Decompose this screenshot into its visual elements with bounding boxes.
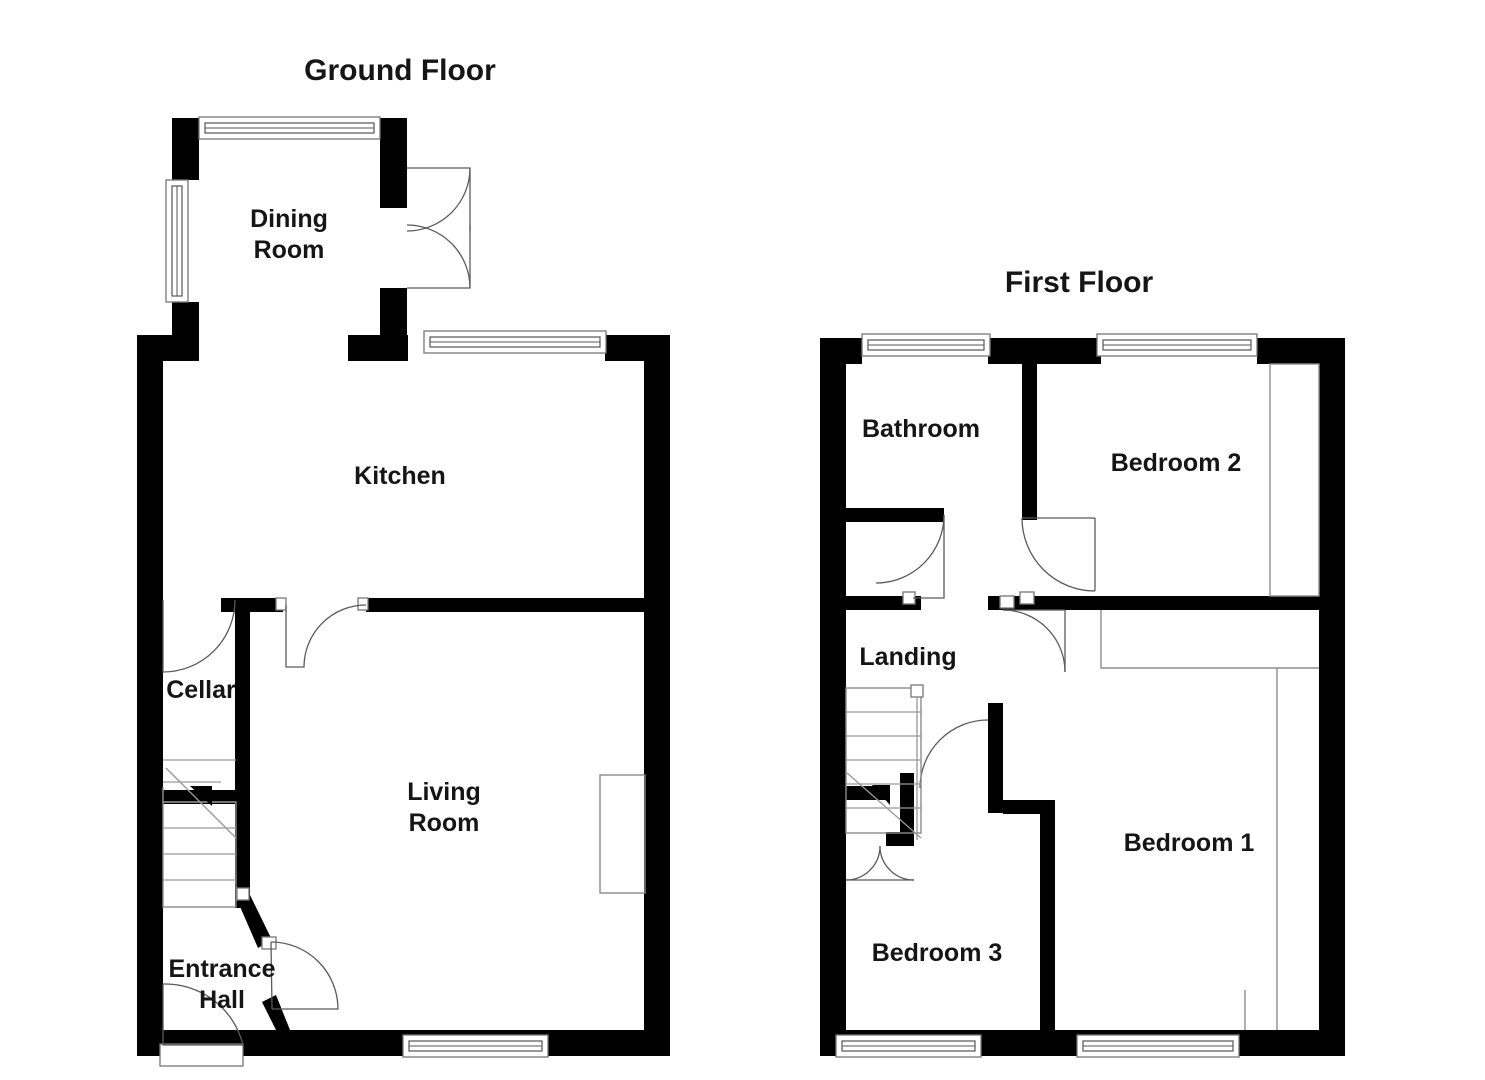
- door-bathroom: [875, 514, 945, 605]
- wall-dining-top-right: [380, 118, 407, 208]
- window-dining-left: [165, 179, 189, 303]
- wall-stair-return-vertical: [900, 773, 914, 845]
- first-floor-plan: First Floor: [820, 266, 1345, 1058]
- wall-ff-right-outer: [1319, 338, 1345, 1056]
- wall-hall-living-vertical: [235, 598, 250, 908]
- room-label-bedroom-2: Bedroom 2: [1111, 449, 1242, 477]
- wall-landing-bedroom1-top: [1022, 596, 1319, 610]
- first-floor-title: First Floor: [1005, 266, 1154, 299]
- door-cellar: [162, 599, 236, 673]
- ground-floor-room-labels: Dining Room Kitchen Cellar Living Room E…: [166, 205, 481, 1014]
- ground-floor-windows: [165, 116, 607, 1058]
- wall-bedroom3-bedroom1-vertical: [1040, 800, 1055, 1032]
- room-label-bathroom: Bathroom: [862, 415, 980, 443]
- door-jamb-stairs: [236, 887, 250, 901]
- door-front-entrance: [159, 983, 244, 1067]
- first-floor-doors: [845, 514, 1096, 881]
- first-floor-room-labels: Bathroom Bedroom 2 Landing Bedroom 1 Bed…: [859, 415, 1254, 967]
- wall-main-right-outer: [644, 335, 670, 1056]
- door-bedroom1: [999, 595, 1066, 673]
- wall-landing-bedroom1-vertical: [988, 703, 1003, 813]
- door-landing-cupboard: [845, 845, 915, 881]
- alcove-bedroom2: [1269, 363, 1320, 597]
- door-hall-living: [261, 936, 339, 1010]
- room-label-kitchen: Kitchen: [354, 462, 446, 490]
- window-bedroom2-top: [1096, 333, 1258, 357]
- ground-floor-doors: [159, 167, 471, 1067]
- wall-kitchen-living-left: [221, 598, 283, 612]
- wall-ff-top-mid: [988, 338, 1101, 364]
- wall-kitchen-living-right: [366, 598, 644, 612]
- window-living-bottom: [402, 1034, 549, 1058]
- window-bedroom3-bottom: [835, 1034, 982, 1058]
- wall-hall-bottom-jamb: [262, 995, 290, 1030]
- room-label-landing: Landing: [859, 643, 956, 671]
- door-kitchen-living: [275, 597, 369, 668]
- room-label-living-room-line1: Living: [407, 778, 481, 806]
- window-bedroom1-bottom: [1076, 1034, 1240, 1058]
- room-label-dining-room-line1: Dining: [250, 205, 328, 233]
- ground-floor-title: Ground Floor: [304, 54, 496, 87]
- window-bathroom-top: [861, 333, 991, 357]
- room-label-bedroom-3: Bedroom 3: [872, 939, 1003, 967]
- stairs-ground-up: [162, 759, 237, 908]
- wall-bathroom-bottom: [846, 508, 944, 522]
- wall-ff-left-outer: [820, 338, 846, 1056]
- room-label-entrance-hall-line2: Hall: [199, 986, 245, 1014]
- wall-bathroom-bedroom2-partition: [1022, 338, 1037, 520]
- ground-floor-walls: [137, 118, 670, 1056]
- first-floor-alcoves: [1100, 363, 1320, 1030]
- door-bedroom2: [1019, 517, 1096, 605]
- door-dining-double: [406, 167, 471, 289]
- room-label-entrance-hall-line1: Entrance: [169, 955, 276, 983]
- room-label-cellar: Cellar: [166, 676, 236, 704]
- wall-bedroom3-top-left: [846, 786, 886, 800]
- alcove-bedroom1-upper: [1100, 610, 1319, 669]
- ground-floor-plan: Ground Floor: [137, 54, 670, 1067]
- wall-landing-top-left: [846, 596, 921, 610]
- window-dining-top: [198, 116, 381, 140]
- wall-cellar-stair-stub: [163, 790, 236, 804]
- window-kitchen-top: [423, 330, 607, 354]
- stairs-first-down: [845, 684, 924, 840]
- room-label-living-room-line2: Room: [409, 809, 480, 837]
- wall-stair-return-bottom: [886, 832, 914, 846]
- wall-main-top-mid: [348, 335, 408, 361]
- wall-dining-top-left: [172, 118, 199, 180]
- room-label-bedroom-1: Bedroom 1: [1124, 829, 1255, 857]
- first-floor-windows: [835, 333, 1258, 1058]
- wall-hall-angled-stub: [235, 895, 272, 948]
- wall-main-left-outer: [137, 335, 163, 1056]
- chimney-breast-living-room: [599, 774, 646, 894]
- room-label-dining-room-line2: Room: [254, 236, 325, 264]
